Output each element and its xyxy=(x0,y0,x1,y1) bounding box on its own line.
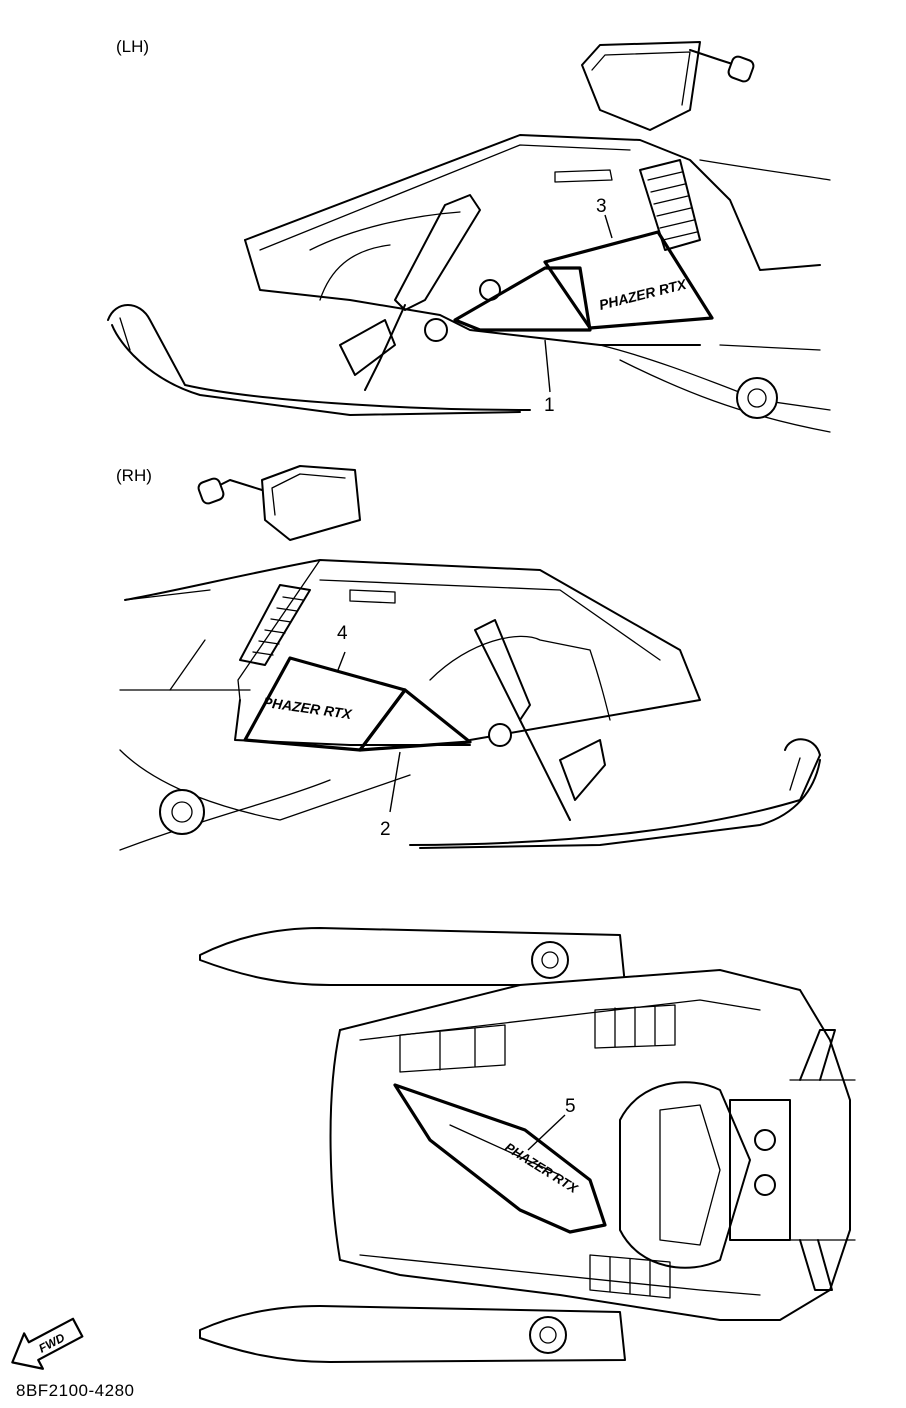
lh-vent-louvers xyxy=(639,159,701,251)
lh-callout-3: 3 xyxy=(596,196,607,217)
top-vents xyxy=(399,1004,676,1299)
lh-decal-3 xyxy=(543,230,714,330)
rh-callout-2: 2 xyxy=(380,819,391,840)
lh-callout-1: 1 xyxy=(544,395,555,416)
rh-callout-4: 4 xyxy=(337,623,348,644)
lh-idler-wheel xyxy=(736,377,778,419)
rh-vent-louvers xyxy=(239,584,311,666)
diagram-code: 8BF2100-4280 xyxy=(16,1381,135,1400)
rh-handle-grip xyxy=(197,477,225,505)
lh-view-label: (LH) xyxy=(116,37,150,56)
lh-pivot-bolt xyxy=(424,318,448,342)
rh-idler-wheel xyxy=(159,789,205,835)
top-callout-5: 5 xyxy=(565,1096,576,1117)
lh-decal-1 xyxy=(453,266,592,332)
rh-view-label: (RH) xyxy=(116,466,152,485)
rh-pivot-bolt xyxy=(488,723,512,747)
top-decal-5 xyxy=(393,1083,607,1234)
rh-decal-2 xyxy=(358,688,472,752)
lh-handle-grip xyxy=(727,55,755,83)
